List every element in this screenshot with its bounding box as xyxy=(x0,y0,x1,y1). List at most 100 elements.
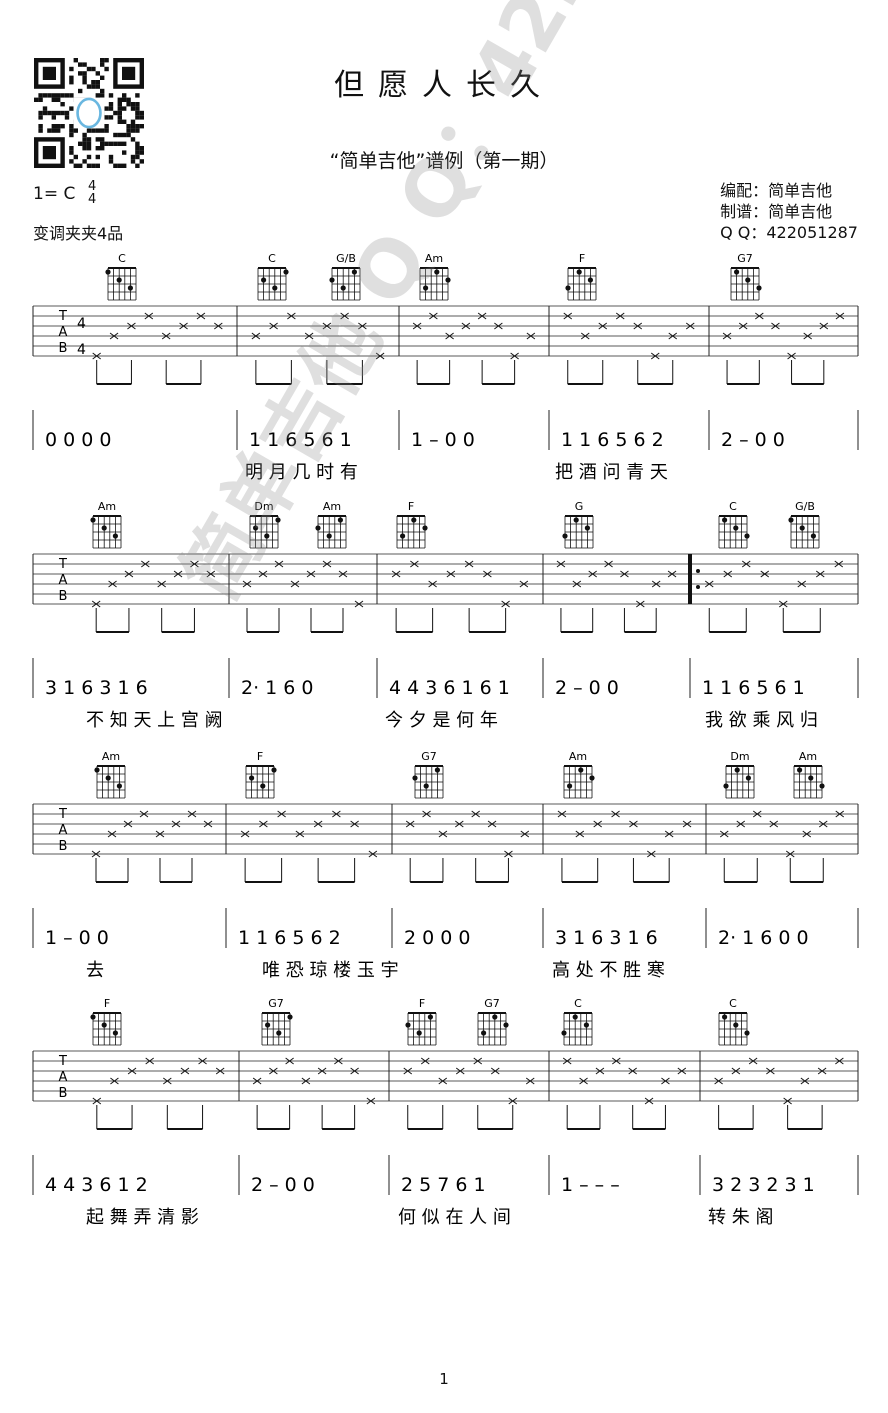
tab-note-mark xyxy=(322,322,332,330)
tab-note-mark xyxy=(787,352,796,360)
chord-name: G7 xyxy=(737,252,753,265)
song-title: 但愿人长久 xyxy=(334,68,554,103)
tab-note-mark xyxy=(157,580,166,588)
tab-clef-letter: T xyxy=(58,309,67,324)
tab-note-mark xyxy=(91,850,101,858)
tab-note-mark xyxy=(269,1067,278,1075)
tab-note-mark xyxy=(494,322,503,330)
tab-note-mark xyxy=(557,810,567,818)
chord-dot xyxy=(411,517,417,523)
chord-name: Dm xyxy=(254,500,273,513)
chord-name: G xyxy=(575,500,584,513)
chord-dot xyxy=(315,525,321,531)
tab-note-mark xyxy=(187,810,197,818)
tab-note-mark xyxy=(354,600,364,608)
tab-note-mark xyxy=(403,1067,413,1075)
tab-note-mark xyxy=(455,820,464,828)
tab-note-mark xyxy=(803,332,812,340)
tab-clef-letter: B xyxy=(59,341,68,356)
chord-name: F xyxy=(408,500,414,513)
tab-note-mark xyxy=(766,1067,775,1075)
tab-note-mark xyxy=(477,312,487,320)
numbered-notation: 1 – – – xyxy=(561,1174,620,1196)
tab-note-mark xyxy=(580,332,590,340)
tab-note-mark xyxy=(525,1077,535,1085)
tab-note-mark xyxy=(350,820,359,828)
chord-dot xyxy=(745,775,752,781)
tab-note-mark xyxy=(620,570,629,578)
tab-note-mark xyxy=(628,1067,637,1075)
chord-dot xyxy=(744,533,750,539)
chord-name: G7 xyxy=(484,997,500,1010)
tab-note-mark xyxy=(252,1077,262,1085)
tab-note-mark xyxy=(510,352,519,360)
tab-note-mark xyxy=(722,332,732,340)
numbered-notation: 2 – 0 0 xyxy=(555,677,619,699)
tab-note-mark xyxy=(647,850,656,858)
tab-note-mark xyxy=(290,580,300,588)
tab-note-mark xyxy=(338,570,348,578)
tab-note-mark xyxy=(769,820,779,828)
tab-note-mark xyxy=(317,1067,327,1075)
tab-note-mark xyxy=(668,332,678,340)
tab-note-mark xyxy=(487,820,497,828)
tab-note-mark xyxy=(322,560,332,568)
tab-note-mark xyxy=(819,322,829,330)
time-sig-bottom: 4 xyxy=(88,192,97,207)
tab-note-mark xyxy=(163,1077,172,1085)
chord-dot xyxy=(819,783,825,789)
chord-dot xyxy=(722,517,728,523)
tab-note-mark xyxy=(464,560,474,568)
tab-note-mark xyxy=(141,560,150,568)
chord-dot xyxy=(326,533,332,539)
chord-dot xyxy=(799,525,805,531)
tab-note-mark xyxy=(835,810,845,818)
chord-dot xyxy=(734,767,740,773)
tab-note-mark xyxy=(612,1057,621,1065)
chord-dot xyxy=(90,1014,96,1020)
tab-note-mark xyxy=(173,570,183,578)
tab-note-mark xyxy=(785,850,795,858)
repeat-dot xyxy=(696,585,700,589)
chord-dot xyxy=(329,277,335,283)
tab-note-mark xyxy=(109,332,119,340)
numbered-notation: 2· 1 6 0 xyxy=(241,677,314,699)
chord-dot xyxy=(434,269,440,275)
tab-note-mark xyxy=(633,322,643,330)
chord-dot xyxy=(723,783,729,789)
chord-dot xyxy=(565,285,571,291)
lyric-line: 我 欲 乘 风 归 xyxy=(705,710,818,731)
numbered-notation: 4 4 3 6 1 2 xyxy=(45,1174,148,1196)
tab-note-mark xyxy=(445,332,454,340)
chord-dot xyxy=(272,285,278,291)
tab-note-mark xyxy=(611,810,620,818)
lyric-line: 不 知 天 上 宫 阙 xyxy=(86,710,223,731)
tab-note-mark xyxy=(277,810,286,818)
tab-note-mark xyxy=(760,570,770,578)
tab-note-mark xyxy=(778,600,788,608)
chord-dot xyxy=(733,525,739,531)
chord-dot xyxy=(810,533,817,539)
chord-name: G7 xyxy=(421,750,437,763)
chord-dot xyxy=(734,269,740,275)
lyric-line: 起 舞 弄 清 影 xyxy=(86,1207,199,1228)
chord-dot xyxy=(492,1014,498,1020)
tab-note-mark xyxy=(783,1097,792,1105)
tab-note-mark xyxy=(179,322,188,330)
lyric-line: 转 朱 阁 xyxy=(708,1207,773,1228)
chord-dot xyxy=(572,1014,578,1020)
chord-dot xyxy=(405,1022,411,1028)
tab-note-mark xyxy=(797,580,807,588)
tab-note-mark xyxy=(92,352,101,360)
tab-note-mark xyxy=(572,580,582,588)
chord-name: F xyxy=(579,252,585,265)
tab-note-mark xyxy=(835,312,845,320)
chord-dot xyxy=(416,1030,422,1036)
tab-note-mark xyxy=(301,1077,311,1085)
tab-note-mark xyxy=(107,830,117,838)
qq-credit: Q Q：422051287 xyxy=(720,223,858,242)
numbered-notation: 1 1 6 5 6 1 xyxy=(249,429,352,451)
tab-note-mark xyxy=(615,312,625,320)
tab-note-mark xyxy=(405,820,415,828)
tab-note-mark xyxy=(738,322,748,330)
